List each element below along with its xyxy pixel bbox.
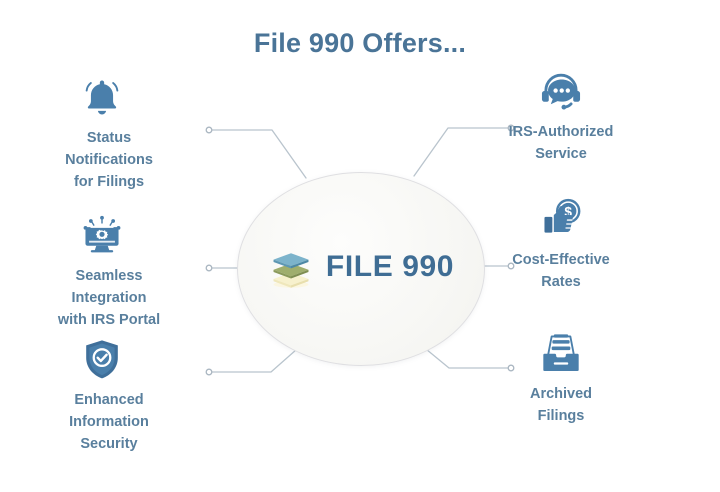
feature-label-integration: Seamless Integration with IRS Portal [57, 268, 161, 329]
thumbs-up-dollar-coin-icon: $ [544, 198, 581, 233]
feature-label-irs: IRS-Authorized Service [508, 124, 614, 163]
shield-check-icon [86, 340, 118, 379]
file-archive-box-icon [543, 334, 579, 371]
feature-label-cost: Cost-Effective Rates [512, 252, 610, 291]
stacked-layers-logo-icon [273, 253, 309, 288]
connector-dot-status [205, 126, 213, 134]
feature-node-archived[interactable]: Archived Filings [466, 330, 656, 427]
feature-node-status[interactable]: Status Notifications for Filings [14, 74, 204, 193]
feature-node-irs[interactable]: IRS-Authorized Service [466, 68, 656, 165]
hub-brand-name: FILE 990 [325, 250, 455, 283]
central-hub: FILE 990 [237, 172, 485, 366]
bell-notification-icon [85, 80, 119, 115]
connector-dot-integration [205, 264, 213, 272]
feature-label-status: Status Notifications for Filings [65, 130, 153, 191]
feature-label-archived: Archived Filings [529, 386, 593, 425]
page-title: File 990 Offers... [253, 28, 467, 58]
headset-chat-icon [541, 73, 581, 110]
feature-label-security: Enhanced Information Security [69, 392, 149, 453]
feature-node-security[interactable]: Enhanced Information Security [14, 336, 204, 455]
feature-node-cost[interactable]: $ Cost-Effective Rates [466, 196, 656, 293]
svg-text:$: $ [564, 205, 572, 220]
monitor-gear-network-icon [83, 215, 121, 253]
feature-node-integration[interactable]: Seamless Integration with IRS Portal [14, 212, 204, 331]
connector-status [208, 129, 307, 179]
connector-dot-security [205, 368, 213, 376]
